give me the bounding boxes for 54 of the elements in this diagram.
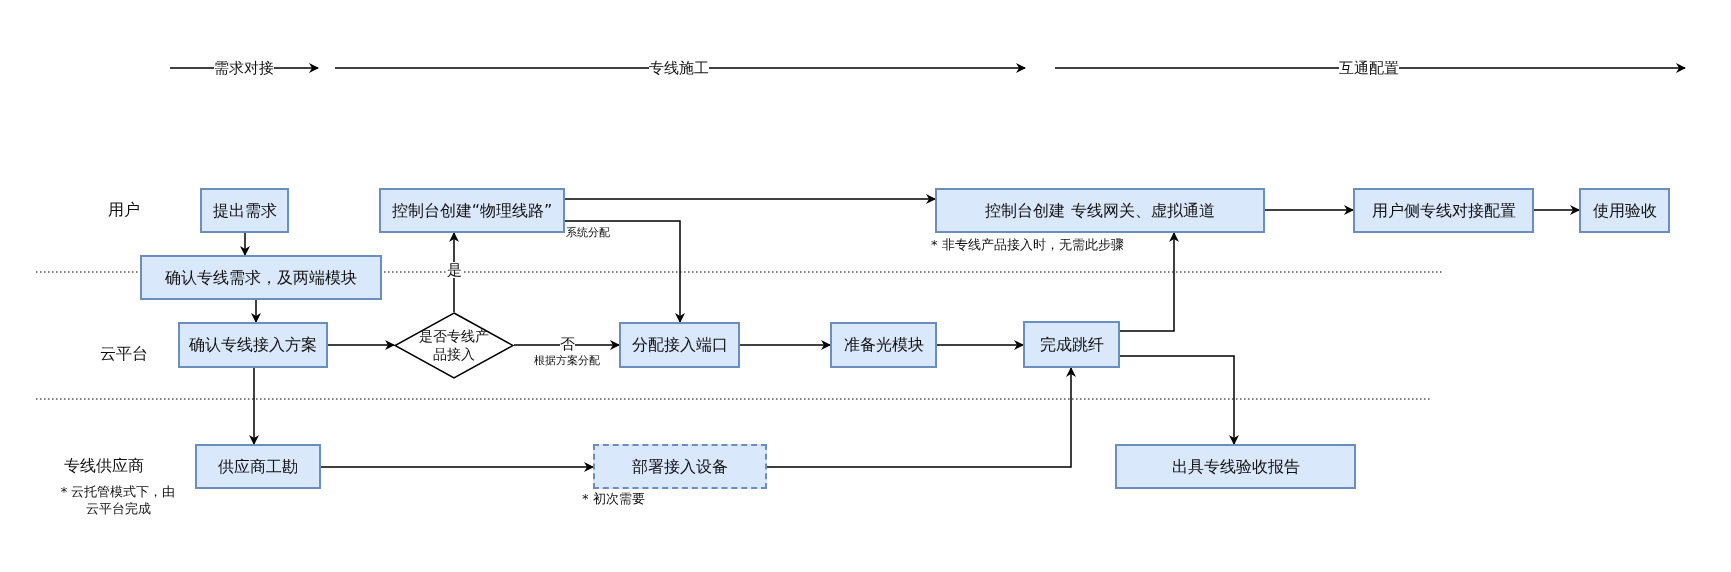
arrow xyxy=(564,194,936,204)
arrow xyxy=(739,340,831,350)
box-label: 用户侧专线对接配置 xyxy=(1371,200,1516,221)
box-label: 确认专线需求，及两端模块 xyxy=(165,267,357,288)
arrow xyxy=(1264,205,1354,215)
box-label: 准备光模块 xyxy=(843,335,924,355)
process-box xyxy=(140,255,382,300)
phase-label: 互通配置 xyxy=(1339,58,1399,78)
note-text: * 初次需要 xyxy=(582,490,645,508)
process-box xyxy=(619,322,740,368)
box-label: 使用验收 xyxy=(1592,200,1657,221)
process-box xyxy=(200,188,289,233)
edge-label: 是 xyxy=(446,261,462,278)
box-label: 确认专线接入方案 xyxy=(189,335,317,355)
process-box xyxy=(1023,321,1120,368)
box-label: 完成跳纤 xyxy=(1039,334,1104,355)
process-box xyxy=(1115,444,1356,489)
box-label: 是否专线产品接入 xyxy=(418,328,490,363)
edge-label: 系统分配 xyxy=(566,227,610,240)
arrow xyxy=(564,220,685,323)
process-box xyxy=(1353,188,1534,233)
box-label: 部署接入设备 xyxy=(632,456,728,477)
box-label: 提出需求 xyxy=(212,200,277,221)
box-label: 分配接入端口 xyxy=(631,335,728,355)
process-box xyxy=(195,444,321,489)
box-label: 供应商工勘 xyxy=(218,456,298,477)
lane-label: 专线供应商 xyxy=(64,455,144,477)
process-box xyxy=(379,188,565,233)
note-text: * 云托管模式下，由云平台完成 xyxy=(60,482,176,518)
arrow xyxy=(320,462,594,472)
phase-label: 需求对接 xyxy=(214,58,274,78)
box-label: 出具专线验收报告 xyxy=(1171,456,1300,477)
note-text: * 非专线产品接入时，无需此步骤 xyxy=(931,236,1124,254)
arrow xyxy=(1119,355,1239,445)
arrow xyxy=(240,232,250,256)
arrow xyxy=(766,367,1076,468)
arrow xyxy=(1533,205,1580,215)
arrow xyxy=(936,340,1024,350)
arrow xyxy=(1119,232,1179,332)
arrow xyxy=(513,340,620,350)
decision-diamond xyxy=(394,312,514,379)
process-box xyxy=(935,188,1265,233)
process-box xyxy=(830,322,937,368)
box-label: 控制台创建“物理线路” xyxy=(391,200,553,221)
phase-label: 专线施工 xyxy=(649,58,709,78)
process-box xyxy=(1579,188,1670,233)
process-box xyxy=(593,444,767,489)
arrow xyxy=(249,367,259,445)
note-text: 根据方案分配 xyxy=(534,352,600,368)
box-label: 控制台创建 专线网关、虚拟通道 xyxy=(985,200,1215,221)
arrow xyxy=(251,299,261,323)
edge-label: 否 xyxy=(559,335,575,352)
arrow xyxy=(327,340,395,350)
process-box xyxy=(178,322,328,368)
